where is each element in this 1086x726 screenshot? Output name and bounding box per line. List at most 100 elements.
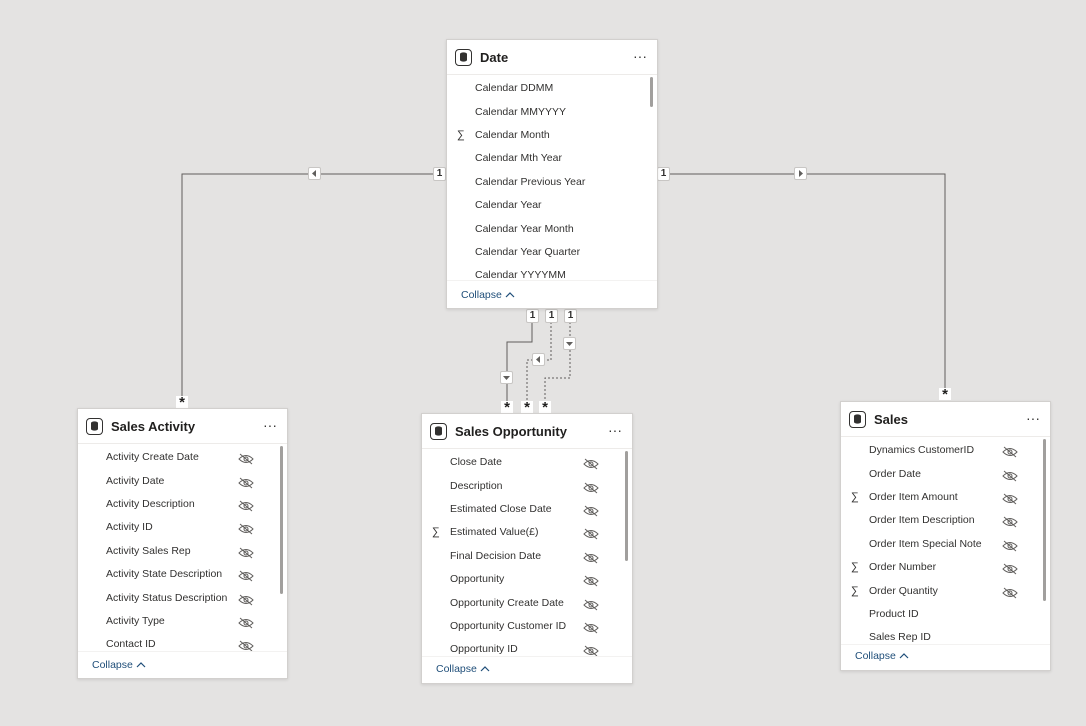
eye-hidden-icon[interactable] <box>238 451 254 473</box>
field-item[interactable]: Dynamics CustomerID <box>841 439 1036 461</box>
field-list[interactable]: Close Date Description Estimated Close D… <box>422 449 632 657</box>
relationship-line-date-opportunity-inactive-2[interactable] <box>544 322 571 402</box>
field-item[interactable]: Activity Status Description <box>78 587 273 609</box>
field-item[interactable]: Order Item Special Note <box>841 533 1036 555</box>
filter-direction-right-icon[interactable] <box>794 167 807 180</box>
cardinality-many-activity: * <box>176 395 188 410</box>
scrollbar[interactable] <box>625 451 628 561</box>
field-item[interactable]: Activity ID <box>78 516 273 538</box>
field-list[interactable]: Dynamics CustomerID Order Date ∑Order It… <box>841 437 1050 645</box>
field-item[interactable]: Activity State Description <box>78 563 273 585</box>
relationship-line-date-opportunity-active[interactable] <box>506 322 533 402</box>
collapse-button[interactable]: Collapse <box>855 650 909 662</box>
field-list[interactable]: Calendar DDMM Calendar MMYYYY ∑Calendar … <box>447 75 657 281</box>
eye-hidden-icon[interactable] <box>583 503 599 525</box>
field-item[interactable]: Calendar Year Month <box>447 218 643 240</box>
table-header[interactable]: Sales Opportunity ··· <box>422 414 632 449</box>
eye-hidden-icon[interactable] <box>583 597 599 619</box>
eye-hidden-icon[interactable] <box>238 638 254 652</box>
scrollbar[interactable] <box>280 446 283 594</box>
field-name: Calendar Previous Year <box>475 176 586 188</box>
eye-hidden-icon[interactable] <box>583 456 599 478</box>
eye-hidden-icon[interactable] <box>583 643 599 657</box>
field-item[interactable]: Opportunity Customer ID <box>422 615 618 637</box>
filter-direction-left-icon[interactable] <box>308 167 321 180</box>
collapse-button[interactable]: Collapse <box>436 663 490 675</box>
table-card-sales-activity[interactable]: Sales Activity ··· Activity Create Date … <box>77 408 288 679</box>
cardinality-many-opp-3: * <box>539 400 551 415</box>
collapse-button[interactable]: Collapse <box>461 289 515 301</box>
cardinality-many-opp-2: * <box>521 400 533 415</box>
field-item[interactable]: Opportunity Create Date <box>422 592 618 614</box>
table-card-sales[interactable]: Sales ··· Dynamics CustomerID Order Date… <box>840 401 1051 671</box>
field-item[interactable]: Calendar MMYYYY <box>447 101 643 123</box>
eye-hidden-icon[interactable] <box>1002 468 1018 490</box>
eye-hidden-icon[interactable] <box>1002 514 1018 536</box>
eye-hidden-icon[interactable] <box>1002 585 1018 607</box>
eye-hidden-icon[interactable] <box>583 526 599 548</box>
field-item[interactable]: Calendar DDMM <box>447 77 643 99</box>
field-item[interactable]: Calendar Year Quarter <box>447 241 643 263</box>
field-item[interactable]: Calendar YYYYMM <box>447 264 643 281</box>
field-item[interactable]: Order Date <box>841 463 1036 485</box>
field-item[interactable]: Contact ID <box>78 633 273 652</box>
eye-hidden-icon[interactable] <box>238 568 254 590</box>
field-item[interactable]: Calendar Previous Year <box>447 171 643 193</box>
more-options-icon[interactable]: ··· <box>263 417 277 433</box>
relationship-line-date-sales[interactable] <box>657 173 946 394</box>
eye-hidden-icon[interactable] <box>238 592 254 614</box>
field-item[interactable]: ∑Estimated Value(£) <box>422 521 618 543</box>
more-options-icon[interactable]: ··· <box>1026 410 1040 426</box>
more-options-icon[interactable]: ··· <box>608 422 622 438</box>
field-item[interactable]: Activity Create Date <box>78 446 273 468</box>
field-item[interactable]: Order Item Description <box>841 509 1036 531</box>
eye-hidden-icon[interactable] <box>1002 444 1018 466</box>
field-item[interactable]: Opportunity ID <box>422 638 618 657</box>
eye-hidden-icon[interactable] <box>583 573 599 595</box>
field-item[interactable]: ∑Order Number <box>841 556 1036 578</box>
relationship-line-date-activity[interactable] <box>181 173 446 404</box>
field-name: Calendar YYYYMM <box>475 269 566 281</box>
eye-hidden-icon[interactable] <box>583 550 599 572</box>
eye-hidden-icon[interactable] <box>238 521 254 543</box>
eye-hidden-icon[interactable] <box>583 620 599 642</box>
field-item[interactable]: Activity Type <box>78 610 273 632</box>
field-item[interactable]: Activity Sales Rep <box>78 540 273 562</box>
field-item[interactable]: ∑Order Item Amount <box>841 486 1036 508</box>
eye-hidden-icon[interactable] <box>238 615 254 637</box>
eye-hidden-icon[interactable] <box>238 475 254 497</box>
field-item[interactable]: Calendar Mth Year <box>447 147 643 169</box>
eye-hidden-icon[interactable] <box>1002 561 1018 583</box>
eye-hidden-icon[interactable] <box>583 480 599 502</box>
table-header[interactable]: Sales Activity ··· <box>78 409 287 444</box>
collapse-button[interactable]: Collapse <box>92 659 146 671</box>
field-item[interactable]: Sales Rep ID <box>841 626 1036 645</box>
scrollbar[interactable] <box>650 77 653 107</box>
field-item[interactable]: Calendar Year <box>447 194 643 216</box>
eye-hidden-icon[interactable] <box>238 498 254 520</box>
field-name: Order Quantity <box>869 585 938 597</box>
eye-hidden-icon[interactable] <box>238 545 254 567</box>
table-header[interactable]: Date ··· <box>447 40 657 75</box>
filter-direction-left-icon[interactable] <box>532 353 545 366</box>
eye-hidden-icon[interactable] <box>1002 491 1018 513</box>
field-item[interactable]: Activity Date <box>78 470 273 492</box>
filter-direction-down-icon[interactable] <box>500 371 513 384</box>
field-item[interactable]: Final Decision Date <box>422 545 618 567</box>
field-item[interactable]: Close Date <box>422 451 618 473</box>
field-item[interactable]: Product ID <box>841 603 1036 625</box>
eye-hidden-icon[interactable] <box>1002 538 1018 560</box>
more-options-icon[interactable]: ··· <box>633 48 647 64</box>
scrollbar[interactable] <box>1043 439 1046 601</box>
field-item[interactable]: ∑Order Quantity <box>841 580 1036 602</box>
field-item[interactable]: ∑Calendar Month <box>447 124 643 146</box>
table-card-date[interactable]: Date ··· Calendar DDMM Calendar MMYYYY ∑… <box>446 39 658 309</box>
field-item[interactable]: Activity Description <box>78 493 273 515</box>
table-header[interactable]: Sales ··· <box>841 402 1050 437</box>
field-item[interactable]: Opportunity <box>422 568 618 590</box>
field-item[interactable]: Estimated Close Date <box>422 498 618 520</box>
field-item[interactable]: Description <box>422 475 618 497</box>
table-card-sales-opportunity[interactable]: Sales Opportunity ··· Close Date Descrip… <box>421 413 633 684</box>
filter-direction-down-icon[interactable] <box>563 337 576 350</box>
field-list[interactable]: Activity Create Date Activity Date Activ… <box>78 444 287 652</box>
